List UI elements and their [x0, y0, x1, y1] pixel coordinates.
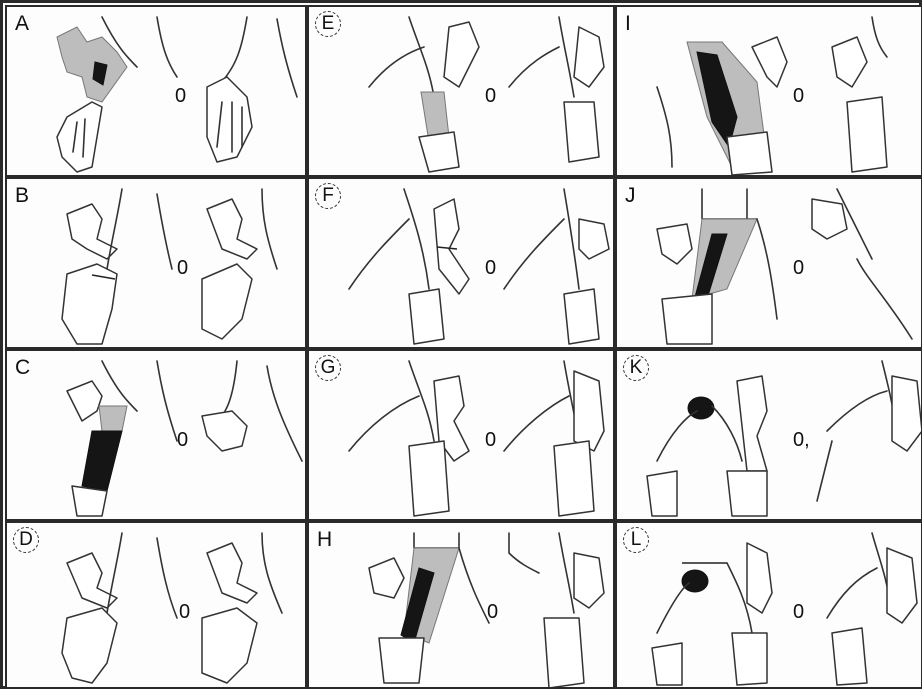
panel-label-e: E	[315, 11, 341, 37]
panel-k-drawing: 0,	[617, 351, 922, 521]
panel-k: K 0,	[615, 349, 922, 521]
panel-a: A 0	[5, 5, 307, 177]
arrow-symbol: 0	[793, 85, 804, 107]
arrow-symbol: 0	[485, 257, 496, 279]
panel-i: I 0	[615, 5, 922, 177]
panel-e-drawing: 0	[309, 7, 615, 177]
panel-l-drawing: 0	[617, 523, 922, 689]
panel-e: E 0	[307, 5, 615, 177]
panel-label-l: L	[623, 527, 649, 553]
arrow-symbol: 0	[175, 85, 186, 107]
panel-i-drawing: 0	[617, 7, 922, 177]
panel-label-d: D	[13, 527, 39, 553]
panel-label-k: K	[623, 355, 649, 381]
arrow-symbol: 0	[179, 601, 190, 623]
panel-h-drawing: 0	[309, 523, 615, 689]
arrow-symbol: 0,	[793, 429, 810, 451]
panel-g: G 0	[307, 349, 615, 521]
panel-label-j: J	[625, 184, 636, 208]
panel-label-f: F	[315, 183, 341, 209]
arrow-symbol: 0	[487, 601, 498, 623]
panel-j: J 0	[615, 177, 922, 349]
panel-a-drawing: 0	[7, 7, 307, 177]
panel-label-b: B	[15, 184, 29, 208]
panel-d: D 0	[5, 521, 307, 689]
panel-h: H 0	[307, 521, 615, 689]
arrow-symbol: 0	[485, 429, 496, 451]
panel-label-c: C	[15, 356, 30, 380]
arrow-symbol: 0	[793, 601, 804, 623]
panel-b: B 0	[5, 177, 307, 349]
panel-label-h: H	[317, 528, 332, 552]
panel-d-drawing: 0	[7, 523, 307, 689]
arrow-symbol: 0	[177, 257, 188, 279]
arrow-symbol: 0	[793, 257, 804, 279]
panel-l: L 0	[615, 521, 922, 689]
arrow-symbol: 0	[485, 85, 496, 107]
arrow-symbol: 0	[177, 429, 188, 451]
panel-c: C 0	[5, 349, 307, 521]
panel-label-i: I	[625, 12, 631, 36]
panel-g-drawing: 0	[309, 351, 615, 521]
panel-f-drawing: 0	[309, 179, 615, 349]
panel-label-a: A	[15, 12, 29, 36]
panel-b-drawing: 0	[7, 179, 307, 349]
panel-c-drawing: 0	[7, 351, 307, 521]
panel-j-drawing: 0	[617, 179, 922, 349]
panel-label-g: G	[315, 355, 341, 381]
panel-f: F 0	[307, 177, 615, 349]
